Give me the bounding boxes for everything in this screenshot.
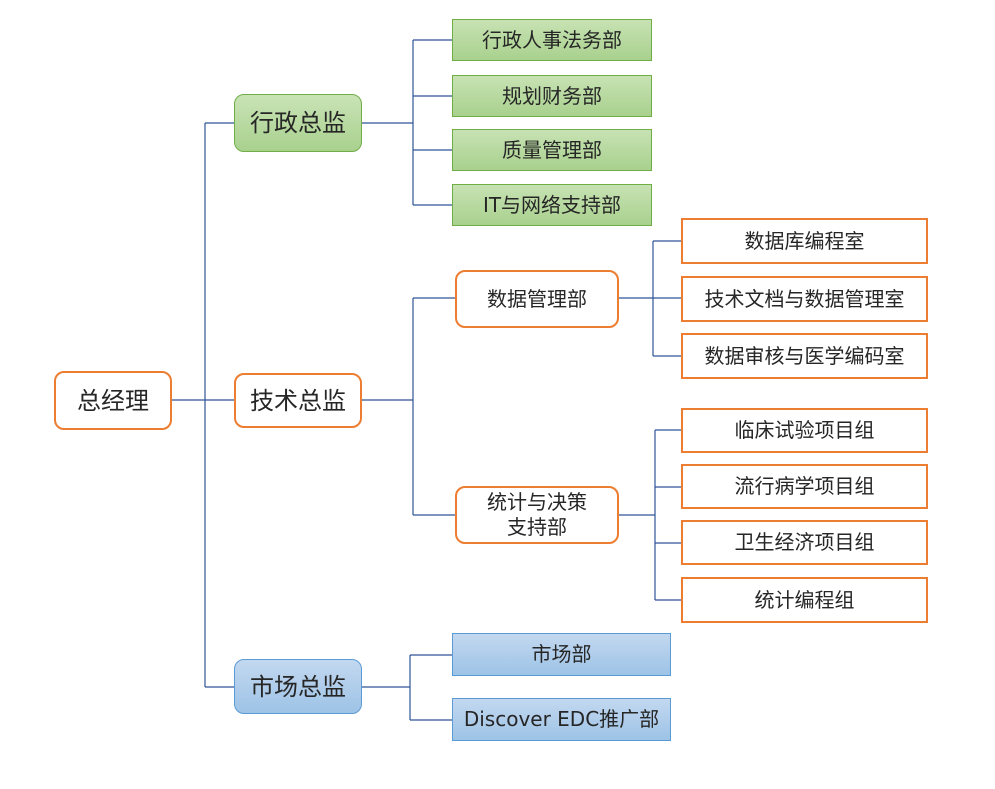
admin-dept-finance: 规划财务部 bbox=[452, 75, 652, 117]
group-clinical-trials: 临床试验项目组 bbox=[681, 408, 928, 453]
market-dept-edc-promotion: Discover EDC推广部 bbox=[452, 698, 671, 741]
tech-dept-data-management: 数据管理部 bbox=[455, 270, 619, 328]
office-database-programming: 数据库编程室 bbox=[681, 218, 928, 264]
admin-director-node: 行政总监 bbox=[234, 94, 362, 152]
tech-director-node: 技术总监 bbox=[234, 373, 362, 428]
market-director-node: 市场总监 bbox=[234, 659, 362, 714]
group-health-economics: 卫生经济项目组 bbox=[681, 520, 928, 565]
admin-dept-quality: 质量管理部 bbox=[452, 129, 652, 171]
group-statistical-programming: 统计编程组 bbox=[681, 577, 928, 623]
group-epidemiology: 流行病学项目组 bbox=[681, 464, 928, 509]
general-manager-node: 总经理 bbox=[54, 371, 172, 430]
tech-dept-statistics: 统计与决策 支持部 bbox=[455, 486, 619, 544]
market-dept-marketing: 市场部 bbox=[452, 633, 671, 676]
admin-dept-it: IT与网络支持部 bbox=[452, 184, 652, 226]
admin-dept-hr-legal: 行政人事法务部 bbox=[452, 19, 652, 61]
office-data-review-coding: 数据审核与医学编码室 bbox=[681, 333, 928, 379]
office-tech-docs-data: 技术文档与数据管理室 bbox=[681, 276, 928, 322]
